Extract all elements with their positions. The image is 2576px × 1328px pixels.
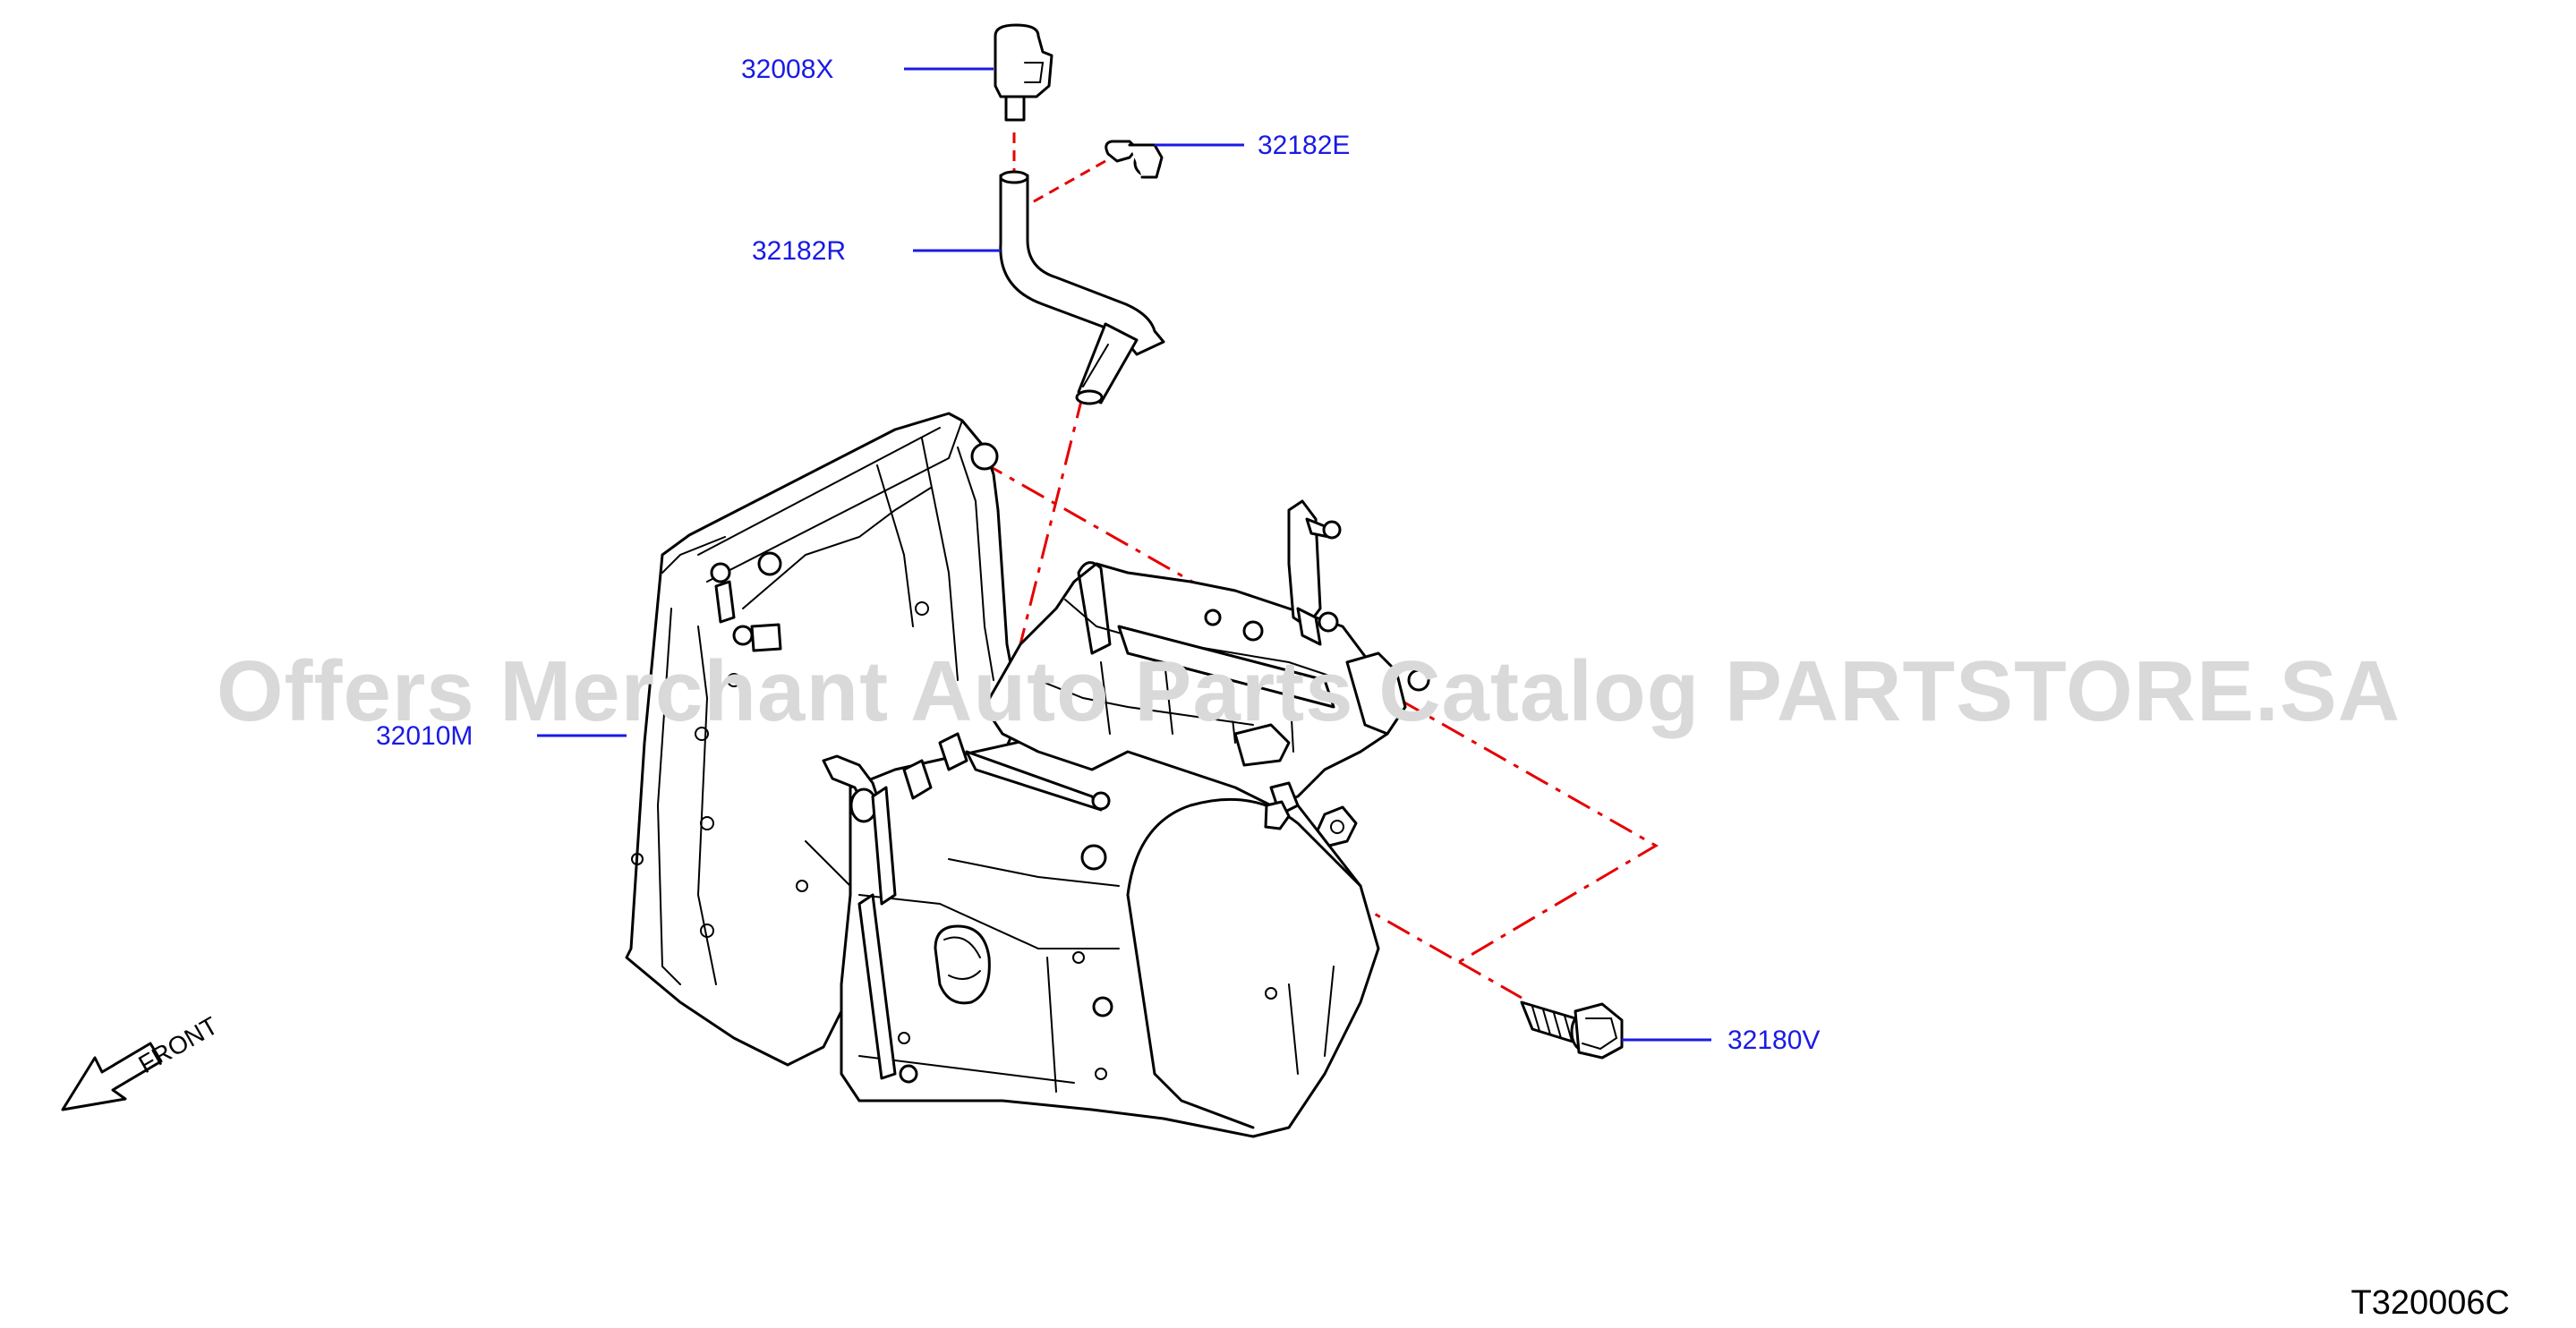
part-label-32008x[interactable]: 32008X — [741, 55, 833, 84]
guide-line-clip — [1028, 159, 1106, 206]
part-32182r-hose[interactable] — [999, 170, 1165, 405]
part-32010m-transaxle[interactable] — [625, 412, 1430, 1138]
part-label-32180v[interactable]: 32180V — [1727, 1026, 1820, 1055]
part-32180v-bolt[interactable] — [1520, 1000, 1624, 1060]
part-label-32182r[interactable]: 32182R — [752, 236, 846, 266]
watermark-text: Offers Merchant Auto Parts Catalog PARTS… — [217, 643, 2401, 739]
part-labels: 32008X 32182E 32182R 32010M 32180V — [376, 55, 1820, 1055]
front-indicator: FRONT — [61, 1011, 223, 1111]
part-label-32182e[interactable]: 32182E — [1258, 131, 1350, 160]
front-arrow-icon — [61, 1042, 163, 1111]
part-32008x-breather[interactable] — [994, 23, 1053, 122]
part-label-32010m[interactable]: 32010M — [376, 721, 473, 751]
guide-line-hose — [1019, 393, 1085, 645]
part-32182e-clip[interactable] — [1105, 140, 1164, 179]
leader-lines — [537, 67, 1711, 1042]
guide-line-bolt — [1458, 960, 1523, 1000]
diagram-code: T320006C — [2351, 1284, 2510, 1322]
